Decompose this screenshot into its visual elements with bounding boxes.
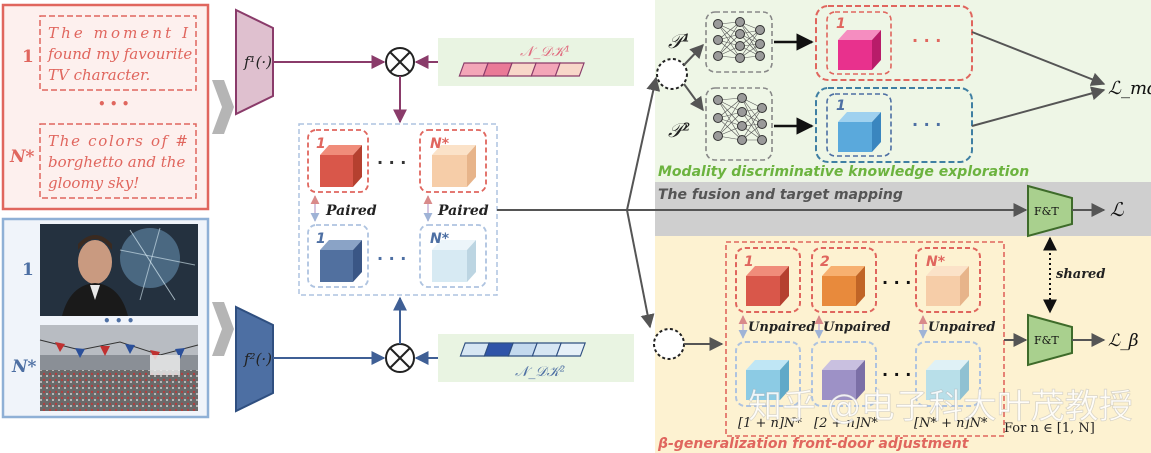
image-index-first: 1 xyxy=(22,260,34,280)
bgfa-block: 1 2 N* · · · · · · Unpaired Unpaired Unp… xyxy=(725,241,1005,437)
mdke-image-dots: · · · xyxy=(912,115,941,134)
text-sample-1-line-2: found my favourite xyxy=(47,45,192,63)
image-to-encoder-arrow xyxy=(212,302,234,356)
bgfa-cube-text-n xyxy=(926,266,969,306)
text-sample-1-line-3: TV character. xyxy=(48,66,150,84)
image-index-last: N* xyxy=(11,357,37,377)
mdke-split-node xyxy=(656,58,688,90)
photo-2 xyxy=(39,325,199,411)
bgfa-bottom-dots: · · · xyxy=(882,365,911,384)
ft-module-top: F&T xyxy=(1027,184,1073,238)
unpaired-label-2: Unpaired xyxy=(823,320,890,335)
bgfa-bottom-label-n: [N* + n]N* xyxy=(914,416,988,431)
split-to-p1 xyxy=(683,43,704,66)
mlp-p2 xyxy=(705,87,773,161)
mdke-loss: ℒ_md xyxy=(1108,78,1151,99)
bgfa-top-label-2: 2 xyxy=(820,254,830,270)
mdke-top-to-loss xyxy=(971,31,1106,86)
text-dictionary: 𝒩_𝒟𝒦¹ xyxy=(438,38,634,86)
image-encoder-label: f²(·) xyxy=(243,350,272,368)
cube-image-1 xyxy=(320,240,362,282)
text-panel: 1 The moment I found my favourite TV cha… xyxy=(1,3,210,211)
multiply-node-bottom xyxy=(385,343,415,373)
unpaired-label-1: Unpaired xyxy=(748,320,815,335)
mdke-image-features: 1 · · · xyxy=(815,87,973,163)
p1-label: 𝒫¹ xyxy=(668,29,690,53)
text-to-encoder-arrow xyxy=(212,80,234,134)
text-index-last: N* xyxy=(9,147,35,167)
text-panel-ellipsis: • • • xyxy=(98,97,129,111)
ft-bottom-label: F&T xyxy=(1034,334,1059,347)
bgfa-cube-image-n xyxy=(926,360,969,400)
bgfa-top-dots: · · · xyxy=(882,273,911,292)
text-index-first: 1 xyxy=(22,47,34,67)
bgfa-bottom-label-2: [2 + n]N* xyxy=(814,416,878,431)
mdke-bottom-to-loss xyxy=(971,86,1106,127)
branch-to-mdke xyxy=(626,76,661,211)
bgfa-cube-text-2 xyxy=(822,266,865,306)
paired-label-1: Paired xyxy=(325,203,377,219)
mdke-text-features: 1 · · · xyxy=(815,5,973,81)
bgfa-top-label-n: N* xyxy=(926,254,946,270)
image-panel-ellipsis: • • • xyxy=(103,314,134,328)
unpaired-label-n: Unpaired xyxy=(928,320,995,335)
text-encoder-label: f¹(·) xyxy=(243,53,272,71)
fusion-caption: The fusion and target mapping xyxy=(658,187,903,203)
bgfa-split-node xyxy=(653,328,685,360)
mdke-text-cube-index: 1 xyxy=(836,16,846,32)
image-panel: 1 • • • N* xyxy=(1,217,210,419)
bgfa-loss: ℒ_β xyxy=(1108,331,1139,351)
text-sample-n-line-2: borghetto and the xyxy=(48,153,185,171)
bgfa-for-text: For n ∈ [1, N] xyxy=(1004,421,1095,436)
cube-text-1 xyxy=(320,145,362,187)
text-sample-1-line-1: The moment I xyxy=(48,24,189,42)
photo-1 xyxy=(40,224,198,316)
branch-to-bgfa xyxy=(626,209,655,329)
split-to-p2 xyxy=(683,83,704,112)
bgfa-bottom-label-1: [1 + n]N* xyxy=(738,416,802,431)
paired-block: 1 N* 1 N* · · · · · · Paired Paired xyxy=(298,123,498,296)
bgfa-cube-image-1 xyxy=(746,360,789,400)
paired-top-dots: · · · xyxy=(377,153,406,172)
mdke-background xyxy=(655,0,1151,182)
image-encoder: f²(·) xyxy=(235,305,274,413)
fusion-loss: ℒ xyxy=(1110,199,1125,221)
paired-bottom-first-index: 1 xyxy=(316,231,326,247)
cube-text-n xyxy=(432,145,476,187)
text-sample-n-line-1: The colors of # xyxy=(48,132,188,150)
p2-label: 𝒫² xyxy=(668,118,690,142)
paired-label-n: Paired xyxy=(437,203,489,219)
text-sample-n-line-3: gloomy sky! xyxy=(48,174,139,192)
paired-bottom-dots: · · · xyxy=(377,249,406,268)
bgfa-cube-text-1 xyxy=(746,266,789,306)
ft-module-bottom: F&T xyxy=(1027,313,1073,367)
text-encoder: f¹(·) xyxy=(235,8,274,116)
paired-top-first-index: 1 xyxy=(316,136,326,152)
mdke-text-dots: · · · xyxy=(912,31,941,50)
multiply-node-top xyxy=(385,47,415,77)
bgfa-caption: β-generalization front-door adjustment xyxy=(657,436,970,452)
shared-label: shared xyxy=(1056,267,1105,282)
ft-top-label: F&T xyxy=(1034,205,1059,218)
watermark: 知乎 @电子科大叶茂教授 xyxy=(748,387,1133,427)
image-dictionary-label: 𝒩_𝒟𝒦² xyxy=(515,364,566,380)
mlp-p1 xyxy=(705,11,773,73)
mdke-caption: Modality discriminative knowledge explor… xyxy=(658,164,1029,180)
image-dictionary: 𝒩_𝒟𝒦² xyxy=(438,334,634,382)
mdke-image-cube-index: 1 xyxy=(836,98,846,114)
bgfa-cube-image-2 xyxy=(822,360,865,400)
paired-top-last-index: N* xyxy=(430,136,450,152)
cube-image-n xyxy=(432,240,476,282)
text-dictionary-label: 𝒩_𝒟𝒦¹ xyxy=(520,44,570,60)
paired-bottom-last-index: N* xyxy=(430,231,450,247)
bgfa-top-label-1: 1 xyxy=(744,254,754,270)
